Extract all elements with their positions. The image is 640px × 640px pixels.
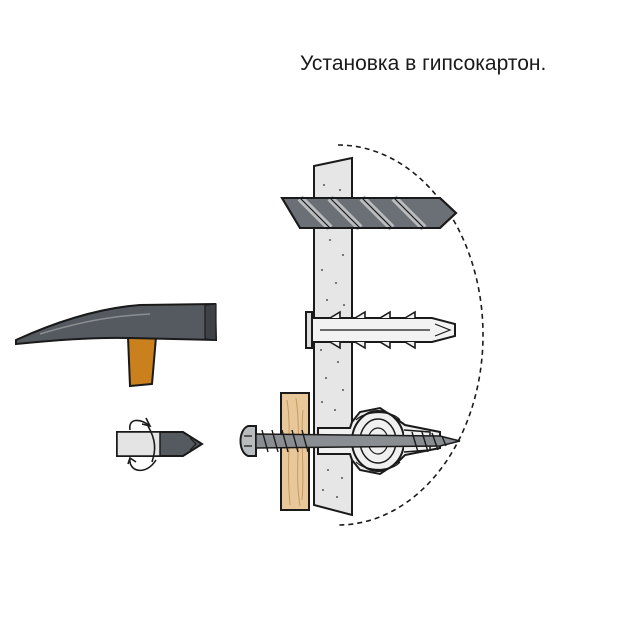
wood-board [280,392,310,511]
detail-circle [337,144,484,526]
rotation-arrow-icon [127,417,157,472]
screwdriver-bit-icon [116,431,204,457]
diagram-title: Установка в гипсокартон. [300,52,547,75]
wall-anchor-icon [305,310,456,350]
screw-and-anchor-icon [239,406,461,476]
drill-bit-icon [280,195,458,231]
hammer-icon [15,302,218,388]
